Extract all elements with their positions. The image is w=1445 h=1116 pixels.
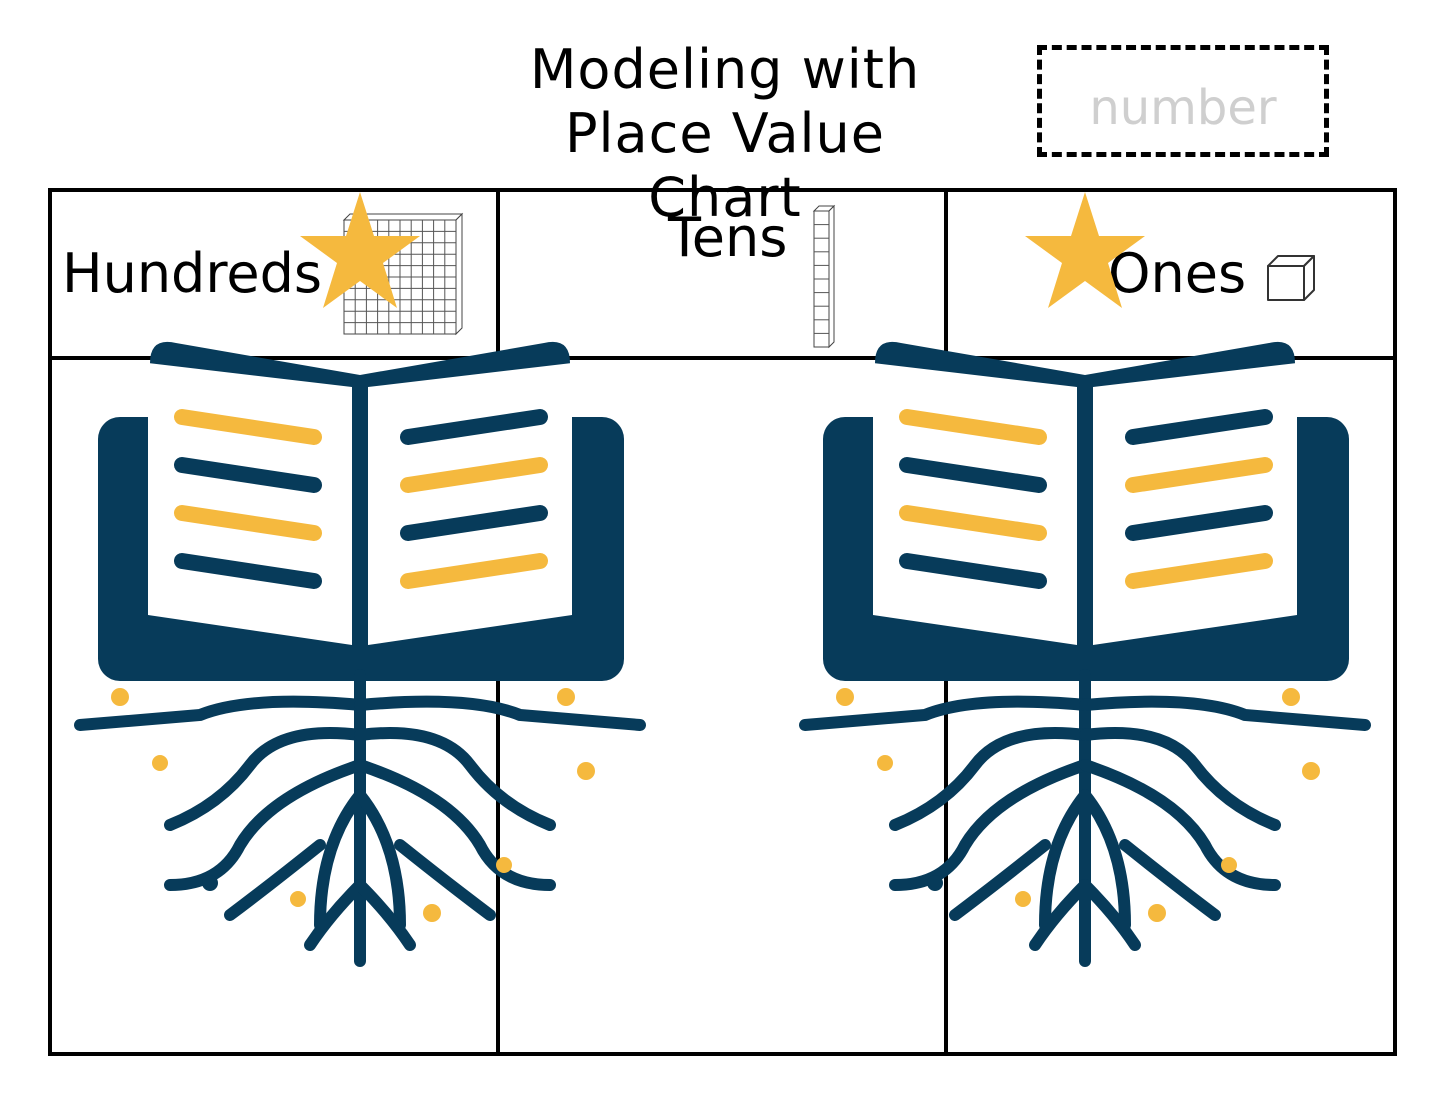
- star-icon: [300, 192, 420, 308]
- star-icon: [1025, 192, 1145, 308]
- number-box[interactable]: number: [1037, 45, 1329, 157]
- column-label-tens: Tens: [668, 206, 788, 269]
- column-label-ones: Ones: [1108, 242, 1247, 305]
- hundreds-flat-block-icon: [342, 212, 464, 336]
- title-line-2: Place Value Chart: [564, 102, 886, 229]
- ones-unit-cube-icon: [1267, 255, 1315, 301]
- tens-rod-block-icon: [812, 204, 836, 349]
- book-roots-logo: [799, 341, 1371, 967]
- title-line-1: Modeling with: [529, 38, 921, 101]
- column-label-hundreds: Hundreds: [62, 242, 322, 305]
- book-roots-logo: [74, 341, 646, 967]
- number-placeholder: number: [1089, 80, 1277, 136]
- page-title: Modeling with Place Value Chart: [480, 38, 970, 230]
- chart-border: [48, 188, 1397, 1056]
